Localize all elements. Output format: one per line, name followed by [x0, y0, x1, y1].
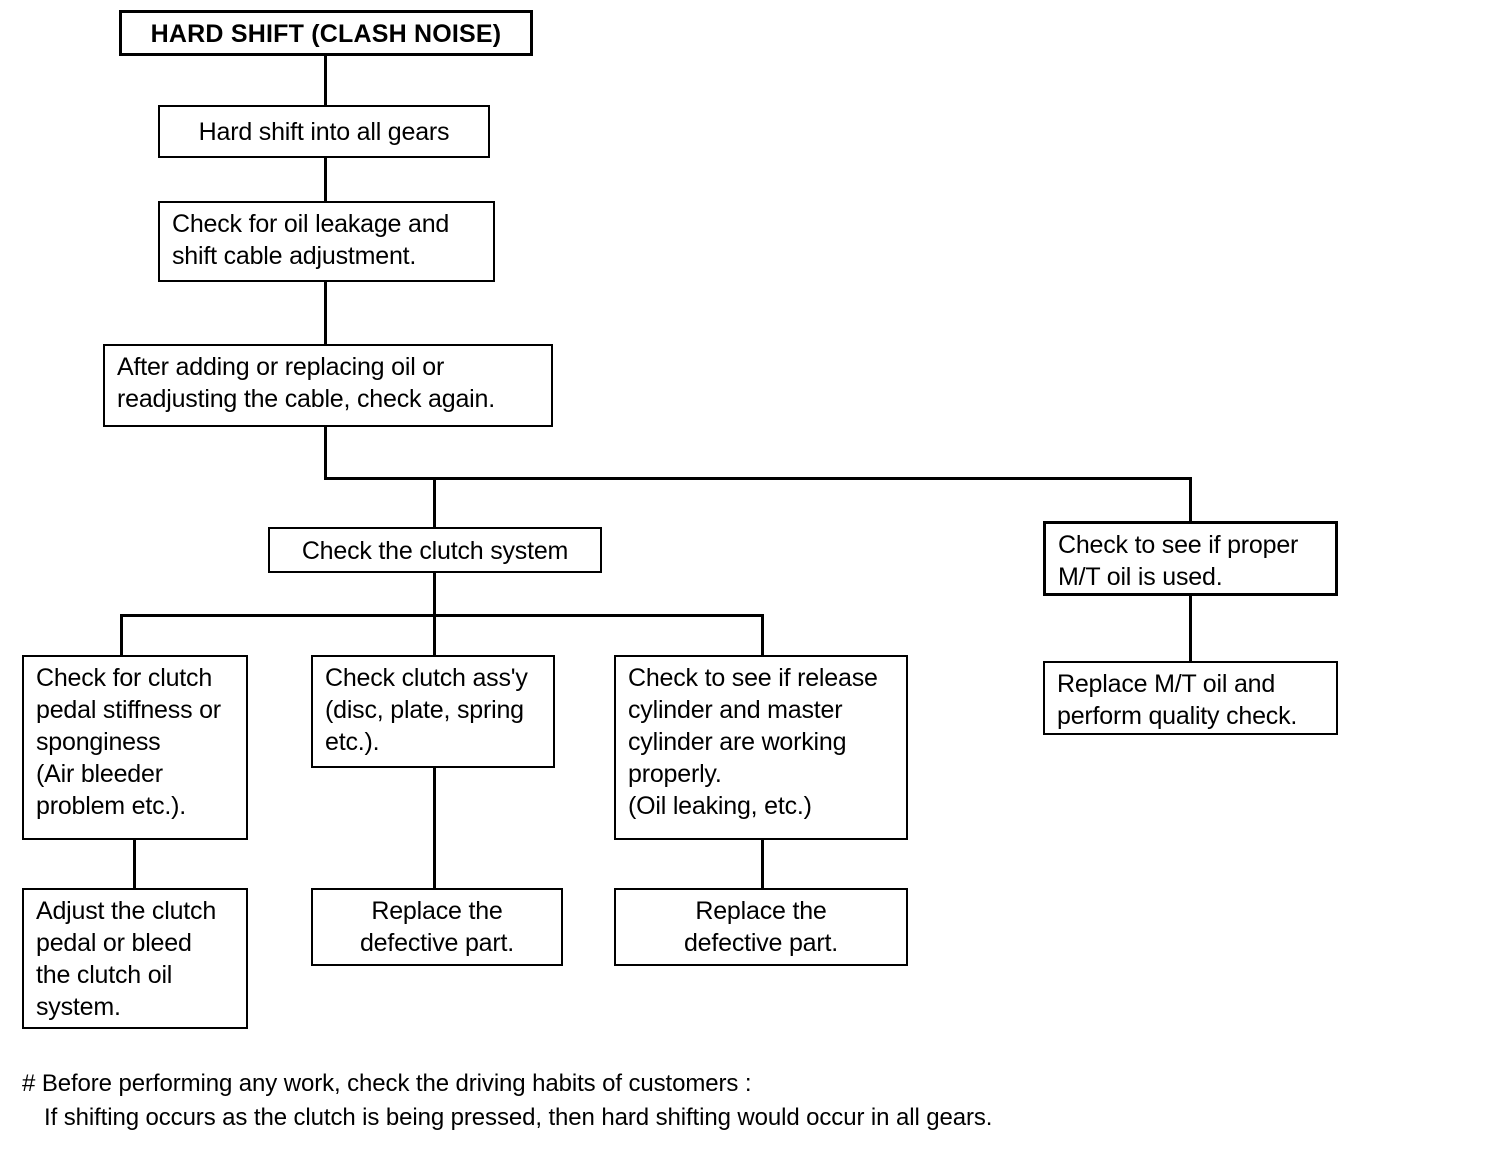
connector-main-bus: [324, 477, 1192, 480]
connector-pedal-check-to-action: [133, 840, 136, 889]
node-replace-defective-part-assy: Replace the defective part.: [311, 888, 563, 966]
connector-assy-check-to-action: [433, 768, 436, 889]
node-replace-mt-oil: Replace M/T oil and perform quality chec…: [1043, 661, 1338, 735]
footer-note-line-2: If shifting occurs as the clutch is bein…: [44, 1104, 993, 1131]
node-check-mt-oil: Check to see if proper M/T oil is used.: [1043, 521, 1338, 596]
footer-note-line-1: # Before performing any work, check the …: [22, 1070, 752, 1097]
connector-symptom-to-initial-check: [324, 158, 327, 202]
connector-bus-to-mt-oil: [1189, 477, 1192, 522]
node-check-clutch-pedal-stiffness: Check for clutch pedal stiffness or spon…: [22, 655, 248, 840]
connector-bus-to-cylinder-check: [761, 614, 764, 656]
node-initial-check-oil-leakage: Check for oil leakage and shift cable ad…: [158, 201, 495, 282]
connector-recheck-down: [324, 427, 327, 479]
node-check-clutch-assy: Check clutch ass'y (disc, plate, spring …: [311, 655, 555, 768]
node-title-hard-shift: HARD SHIFT (CLASH NOISE): [119, 10, 533, 56]
node-recheck-after-adding-oil: After adding or replacing oil or readjus…: [103, 344, 553, 427]
node-symptom-hard-shift-all-gears: Hard shift into all gears: [158, 105, 490, 158]
connector-bus-to-pedal-check: [120, 614, 123, 656]
connector-cylinder-check-to-action: [761, 840, 764, 889]
node-adjust-clutch-pedal: Adjust the clutch pedal or bleed the clu…: [22, 888, 248, 1029]
connector-bus-to-assy-check: [433, 614, 436, 656]
connector-title-to-symptom: [324, 56, 327, 106]
node-check-clutch-system: Check the clutch system: [268, 527, 602, 573]
node-check-release-master-cylinder: Check to see if release cylinder and mas…: [614, 655, 908, 840]
connector-initial-check-to-recheck: [324, 282, 327, 345]
node-replace-defective-part-cylinder: Replace the defective part.: [614, 888, 908, 966]
connector-clutch-children-bus: [120, 614, 764, 617]
connector-clutch-system-down: [433, 573, 436, 617]
connector-bus-to-clutch-system: [433, 477, 436, 528]
connector-mt-oil-to-replace: [1189, 596, 1192, 662]
